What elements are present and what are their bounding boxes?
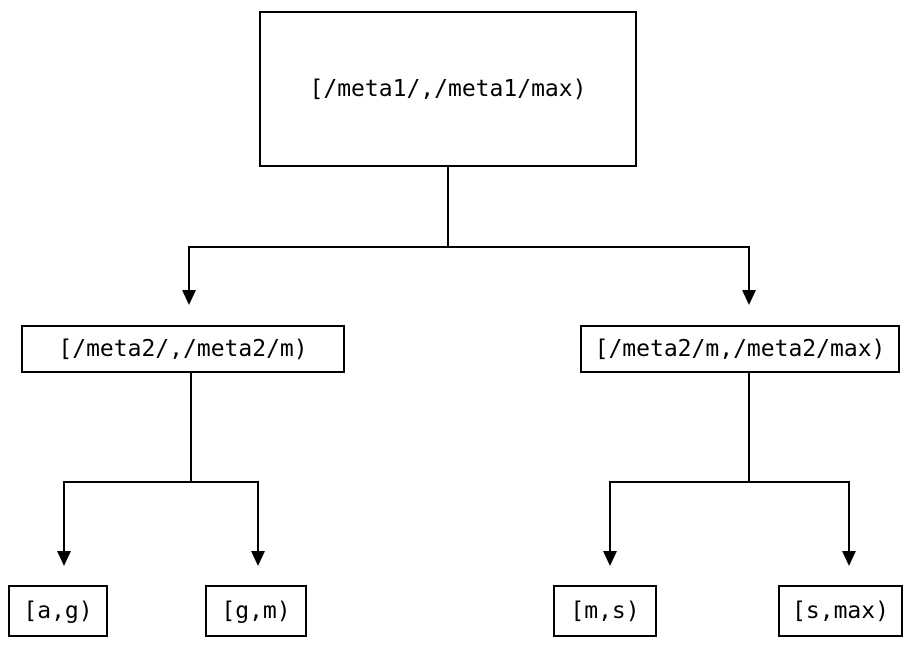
- arrow-head-leaf-3-icon: [603, 551, 617, 566]
- edge-root-to-mid-left: [188, 246, 190, 291]
- node-leaf-3[interactable]: [m,s): [553, 585, 657, 637]
- node-mid-right[interactable]: [/meta2/m,/meta2/max): [580, 325, 900, 373]
- node-leaf-1[interactable]: [a,g): [8, 585, 108, 637]
- edge-root-stem: [447, 167, 449, 248]
- edge-mid-left-bar: [63, 481, 259, 483]
- arrow-head-leaf-4-icon: [842, 551, 856, 566]
- edge-mid-right-to-leaf-3: [609, 481, 611, 552]
- edge-mid-left-to-leaf-1: [63, 481, 65, 552]
- node-leaf-2[interactable]: [g,m): [205, 585, 307, 637]
- edge-root-to-mid-right: [748, 246, 750, 291]
- arrow-head-mid-right-icon: [742, 290, 756, 305]
- edge-mid-left-to-leaf-2: [257, 481, 259, 552]
- node-mid-left[interactable]: [/meta2/,/meta2/m): [21, 325, 345, 373]
- edge-mid-left-stem: [190, 373, 192, 483]
- edge-mid-right-stem: [748, 373, 750, 483]
- arrow-head-leaf-1-icon: [57, 551, 71, 566]
- edge-mid-right-to-leaf-4: [848, 481, 850, 552]
- edge-root-bar: [188, 246, 750, 248]
- node-leaf-4[interactable]: [s,max): [778, 585, 903, 637]
- arrow-head-mid-left-icon: [182, 290, 196, 305]
- node-root[interactable]: [/meta1/,/meta1/max): [259, 11, 637, 167]
- arrow-head-leaf-2-icon: [251, 551, 265, 566]
- edge-mid-right-bar: [609, 481, 850, 483]
